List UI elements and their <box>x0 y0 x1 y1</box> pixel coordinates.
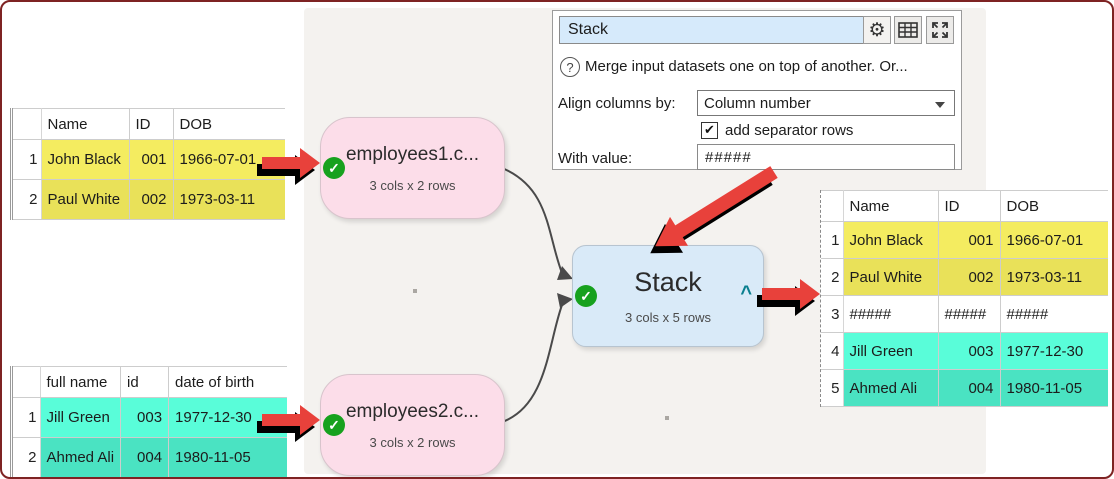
stack-properties-panel: Stack ⚙ ? <box>552 10 962 170</box>
column-header[interactable]: DOB <box>1000 190 1108 222</box>
cell-dob[interactable]: 1966-07-01 <box>1000 221 1108 259</box>
status-ok-check-icon: ✓ <box>323 414 345 436</box>
cell-dob[interactable]: 1977-12-30 <box>1000 332 1108 370</box>
input-table-2: full name id date of birth 1 Jill Green … <box>10 366 287 477</box>
column-header[interactable]: ID <box>938 190 1001 222</box>
row-number[interactable]: 4 <box>821 332 844 370</box>
cell-id[interactable]: 004 <box>938 369 1001 407</box>
cell-dob[interactable]: ##### <box>1000 295 1108 333</box>
output-table: Name ID DOB 1 John Black 001 1966-07-01 … <box>820 190 1108 407</box>
node-title: employees2.c... <box>345 400 480 422</box>
node-title: employees1.c... <box>345 143 480 165</box>
table-row: 2 Paul White 002 1973-03-11 <box>821 258 1108 296</box>
align-columns-dropdown[interactable]: Column number <box>697 90 955 116</box>
separator-rows-checkbox[interactable]: ✔ <box>701 122 718 139</box>
checkmark-icon: ✔ <box>704 122 715 137</box>
dropdown-value: Column number <box>704 95 811 112</box>
node-dimensions: 3 cols x 5 rows <box>625 310 711 325</box>
node-stack[interactable]: ✓ Stack 3 cols x 5 rows ^ <box>572 245 764 347</box>
status-ok-check-icon: ✓ <box>323 157 345 179</box>
cell-id[interactable]: 002 <box>938 258 1001 296</box>
cell-name[interactable]: John Black <box>843 221 939 259</box>
cell-id[interactable]: 001 <box>129 139 174 180</box>
table-row-separator: 3 ##### ##### ##### <box>821 295 1108 333</box>
node-dimensions: 3 cols x 2 rows <box>369 177 456 193</box>
transform-description: Merge input datasets one on top of anoth… <box>585 58 908 75</box>
cell-dob[interactable]: 1977-12-30 <box>168 397 287 438</box>
column-header[interactable]: ID <box>129 108 174 140</box>
node-name-input[interactable]: Stack <box>559 16 865 44</box>
cell-dob[interactable]: 1973-03-11 <box>173 179 285 220</box>
cell-name[interactable]: Ahmed Ali <box>843 369 939 407</box>
node-employees2[interactable]: ✓ employees2.c... 3 cols x 2 rows <box>320 374 505 476</box>
input-table-1: Name ID DOB 1 John Black 001 1966-07-01 … <box>10 108 285 220</box>
cell-id[interactable]: 002 <box>129 179 174 220</box>
cell-name[interactable]: Jill Green <box>40 397 122 438</box>
corner-cell <box>821 190 844 222</box>
cell-name[interactable]: Jill Green <box>843 332 939 370</box>
table-row: 1 Jill Green 003 1977-12-30 <box>13 397 287 438</box>
chevron-down-icon <box>935 102 945 108</box>
with-value-input[interactable]: ##### <box>697 144 955 170</box>
table-row: 2 Ahmed Ali 004 1980-11-05 <box>13 437 287 477</box>
row-number[interactable]: 1 <box>13 139 42 180</box>
collapse-caret-icon[interactable]: ^ <box>740 282 752 305</box>
align-columns-label: Align columns by: <box>558 95 676 112</box>
table-row: 1 John Black 001 1966-07-01 <box>13 139 285 180</box>
table-row: 2 Paul White 002 1973-03-11 <box>13 179 285 220</box>
column-header[interactable]: DOB <box>173 108 285 140</box>
column-header[interactable]: id <box>120 366 170 398</box>
corner-cell <box>13 108 42 140</box>
column-header[interactable]: full name <box>40 366 122 398</box>
show-table-button[interactable] <box>894 16 922 44</box>
table-row: 1 John Black 001 1966-07-01 <box>821 221 1108 259</box>
maximize-icon <box>932 22 948 38</box>
cell-dob[interactable]: 1973-03-11 <box>1000 258 1108 296</box>
status-ok-check-icon: ✓ <box>575 285 597 307</box>
cell-id[interactable]: ##### <box>938 295 1001 333</box>
row-number[interactable]: 3 <box>821 295 844 333</box>
cell-dob[interactable]: 1980-11-05 <box>1000 369 1108 407</box>
corner-cell <box>13 366 41 398</box>
with-value-label: With value: <box>558 150 633 167</box>
row-number[interactable]: 1 <box>13 397 41 438</box>
cell-id[interactable]: 004 <box>120 437 170 477</box>
column-header[interactable]: date of birth <box>168 366 287 398</box>
column-header[interactable]: Name <box>41 108 130 140</box>
cell-dob[interactable]: 1980-11-05 <box>168 437 287 477</box>
node-dimensions: 3 cols x 2 rows <box>369 434 456 450</box>
maximize-button[interactable] <box>926 16 954 44</box>
row-number[interactable]: 1 <box>821 221 844 259</box>
cell-name[interactable]: Paul White <box>41 179 130 220</box>
row-number[interactable]: 2 <box>821 258 844 296</box>
table-row: 5 Ahmed Ali 004 1980-11-05 <box>821 369 1108 407</box>
cell-dob[interactable]: 1966-07-01 <box>173 139 285 180</box>
help-glyph: ? <box>566 59 574 75</box>
cell-name[interactable]: John Black <box>41 139 130 180</box>
gear-icon: ⚙ <box>868 19 886 41</box>
cell-id[interactable]: 003 <box>120 397 170 438</box>
column-header[interactable]: Name <box>843 190 939 222</box>
cell-name[interactable]: Paul White <box>843 258 939 296</box>
table-view-icon <box>898 22 918 38</box>
cell-id[interactable]: 003 <box>938 332 1001 370</box>
row-number[interactable]: 5 <box>821 369 844 407</box>
separator-rows-label: add separator rows <box>725 122 854 139</box>
row-number[interactable]: 2 <box>13 437 41 477</box>
row-number[interactable]: 2 <box>13 179 42 220</box>
table-row: 4 Jill Green 003 1977-12-30 <box>821 332 1108 370</box>
help-icon[interactable]: ? <box>560 57 580 77</box>
cell-name[interactable]: ##### <box>843 295 939 333</box>
cell-name[interactable]: Ahmed Ali <box>40 437 122 477</box>
settings-button[interactable]: ⚙ <box>863 16 891 44</box>
cell-id[interactable]: 001 <box>938 221 1001 259</box>
node-title: Stack <box>634 267 702 297</box>
node-employees1[interactable]: ✓ employees1.c... 3 cols x 2 rows <box>320 117 505 219</box>
